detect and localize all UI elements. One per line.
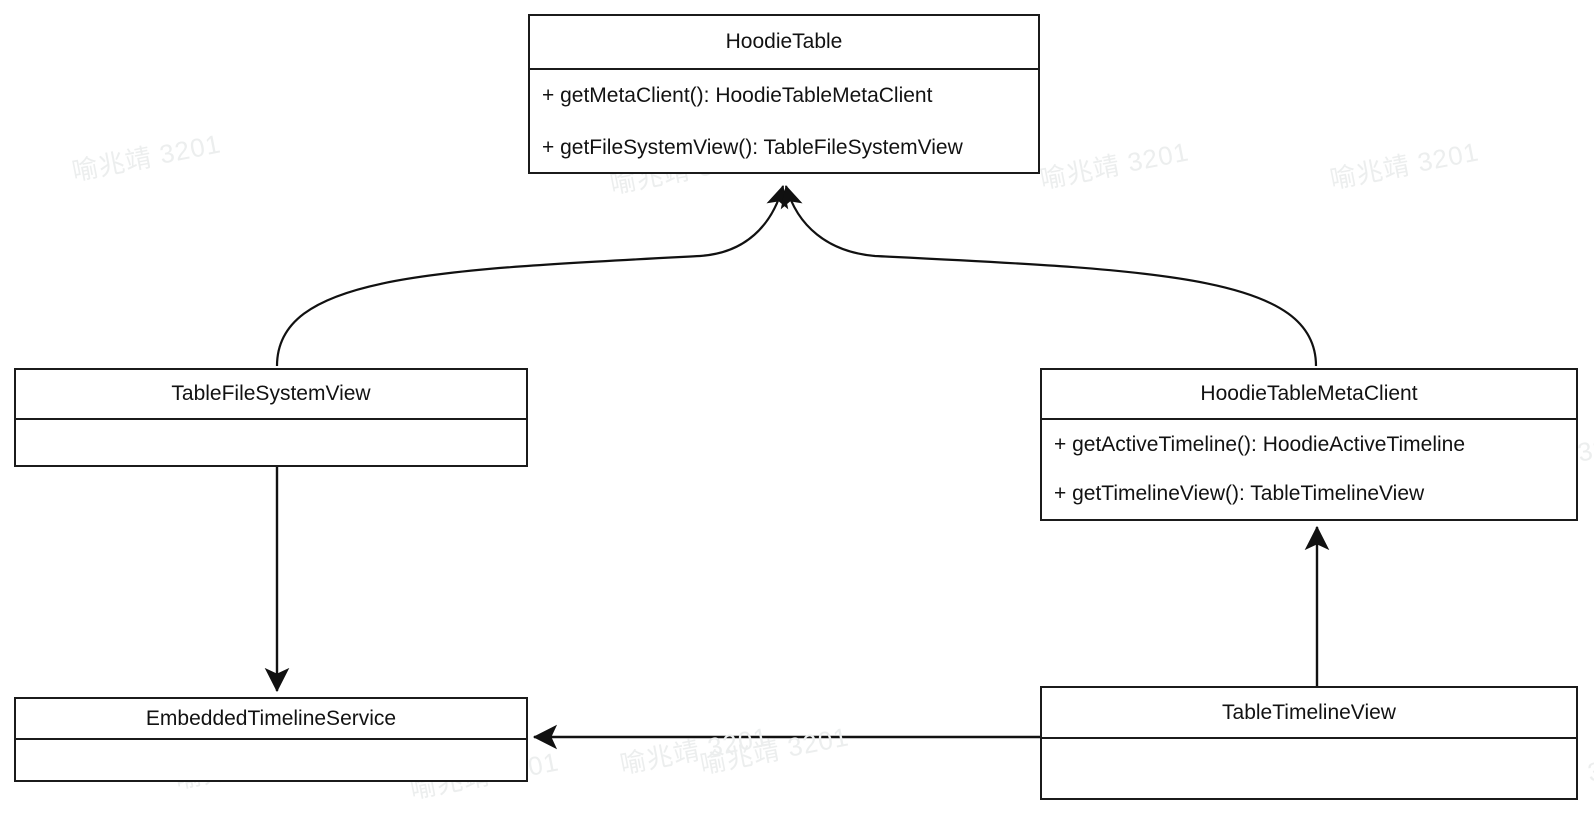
- class-members-hoodie-table-meta-client: + getActiveTimeline(): HoodieActiveTimel…: [1042, 418, 1576, 519]
- class-members-embedded-timeline-service: [16, 738, 526, 782]
- class-box-table-timeline-view[interactable]: TableTimelineView: [1040, 686, 1578, 800]
- class-name-table-file-system-view: TableFileSystemView: [171, 382, 371, 405]
- class-members-table-file-system-view: [16, 418, 526, 465]
- class-name-embedded-timeline-service: EmbeddedTimelineService: [145, 706, 397, 730]
- edge-tablefilesystemview-hoodietable: [275, 185, 789, 367]
- class-members-table-timeline-view: [1042, 737, 1576, 798]
- class-member: [16, 420, 526, 465]
- class-member: [1042, 739, 1576, 798]
- class-box-embedded-timeline-service[interactable]: EmbeddedTimelineService: [14, 697, 528, 782]
- class-name-hoodie-table-meta-client: HoodieTableMetaClient: [1200, 382, 1418, 405]
- class-box-hoodie-table-meta-client[interactable]: HoodieTableMetaClient + getActiveTimelin…: [1040, 368, 1578, 521]
- edge-hoodietablemetaclient-hoodietable: [780, 185, 1318, 367]
- class-box-hoodie-table[interactable]: HoodieTable + getMetaClient(): HoodieTab…: [528, 14, 1040, 174]
- class-name-hoodie-table: HoodieTable: [725, 30, 843, 53]
- class-member: [16, 740, 526, 782]
- class-member: + getActiveTimeline(): HoodieActiveTimel…: [1054, 432, 1466, 456]
- class-member: + getTimelineView(): TableTimelineView: [1054, 482, 1425, 506]
- class-box-table-file-system-view[interactable]: TableFileSystemView: [14, 368, 528, 467]
- class-name-table-timeline-view: TableTimelineView: [1222, 700, 1396, 724]
- class-member: + getFileSystemView(): TableFileSystemVi…: [542, 136, 963, 159]
- class-members-hoodie-table: + getMetaClient(): HoodieTableMetaClient…: [530, 68, 1038, 174]
- class-member: + getMetaClient(): HoodieTableMetaClient: [542, 84, 933, 107]
